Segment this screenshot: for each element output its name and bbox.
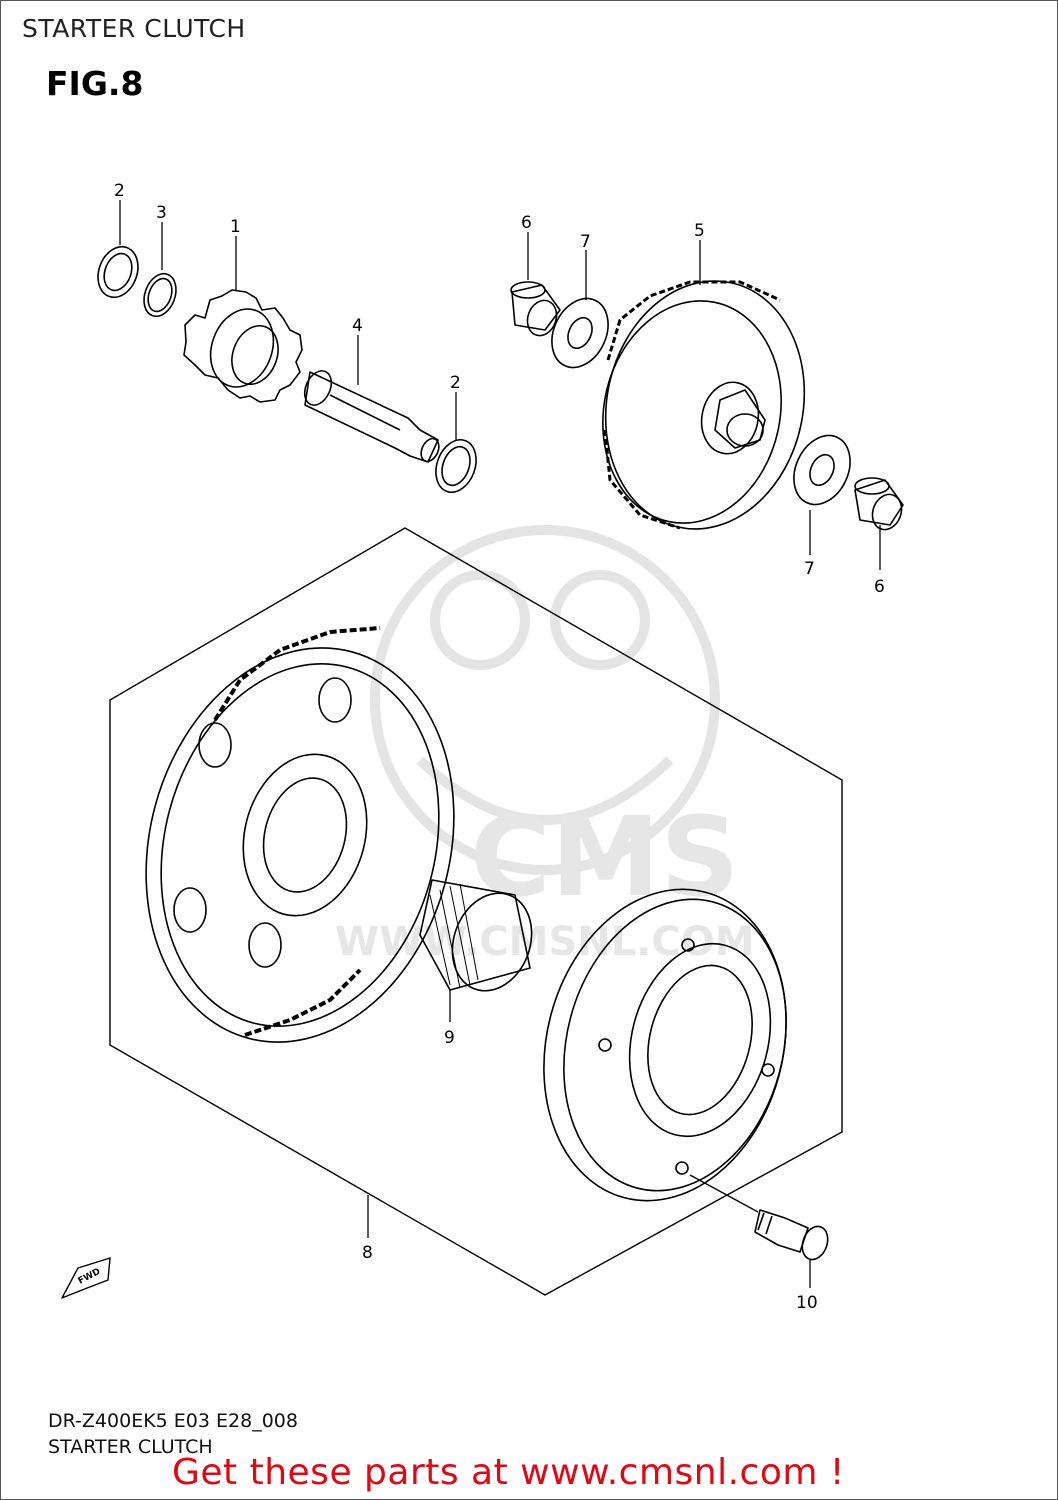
part-9-needle-bearing: [419, 879, 533, 992]
callout-labels: 2 3 1 4 2 6 7 5 7 6 9 8 10: [114, 181, 885, 1313]
part-1-idle-gear: [183, 289, 303, 403]
assembly-group-outline: [109, 527, 843, 1296]
callout-3: 3: [156, 203, 167, 223]
watermark: CMS WWW.CMSNL.COM: [335, 525, 755, 965]
part-6-bushing-bottom: [854, 477, 904, 531]
part-2-washer-right: [435, 439, 477, 493]
callout-7a: 7: [580, 232, 591, 252]
callout-10: 10: [796, 1293, 818, 1313]
callout-7b: 7: [804, 559, 815, 579]
part-3-circlip: [143, 272, 177, 318]
part-7-thrust-washer-top: [551, 297, 609, 369]
leader-lines: [119, 200, 881, 1288]
watermark-brand: CMS: [470, 793, 739, 921]
part-4-shaft: [303, 370, 440, 463]
part-6-bushing-top: [510, 281, 561, 337]
watermark-site: WWW.CMSNL.COM: [335, 919, 755, 965]
callout-8: 8: [362, 1243, 373, 1263]
part-8-starter-driven-gear: [145, 626, 455, 1043]
callout-6a: 6: [521, 213, 532, 233]
part-5-reduction-gear: [602, 280, 806, 530]
callout-4: 4: [352, 316, 363, 336]
part-10-bolt: [754, 1209, 829, 1261]
cta-link[interactable]: Get these parts at www.cmsnl.com !: [172, 1452, 845, 1493]
callout-6b: 6: [874, 577, 885, 597]
callout-2b: 2: [450, 373, 461, 393]
page-title: STARTER CLUTCH: [22, 14, 246, 43]
diagram-code: DR-Z400EK5 E03 E28_008: [48, 1410, 298, 1432]
figure-label: FIG.8: [46, 64, 144, 103]
callout-5: 5: [694, 221, 705, 241]
part-7-thrust-washer-bottom: [793, 434, 851, 506]
part-2-washer-left: [97, 245, 139, 299]
part-8-one-way-clutch: [543, 888, 787, 1202]
callout-2a: 2: [114, 181, 125, 201]
fwd-direction-icon: FWD: [61, 1257, 111, 1299]
callout-1: 1: [230, 217, 241, 237]
callout-9: 9: [444, 1028, 455, 1048]
diagram-name: STARTER CLUTCH: [48, 1436, 213, 1458]
